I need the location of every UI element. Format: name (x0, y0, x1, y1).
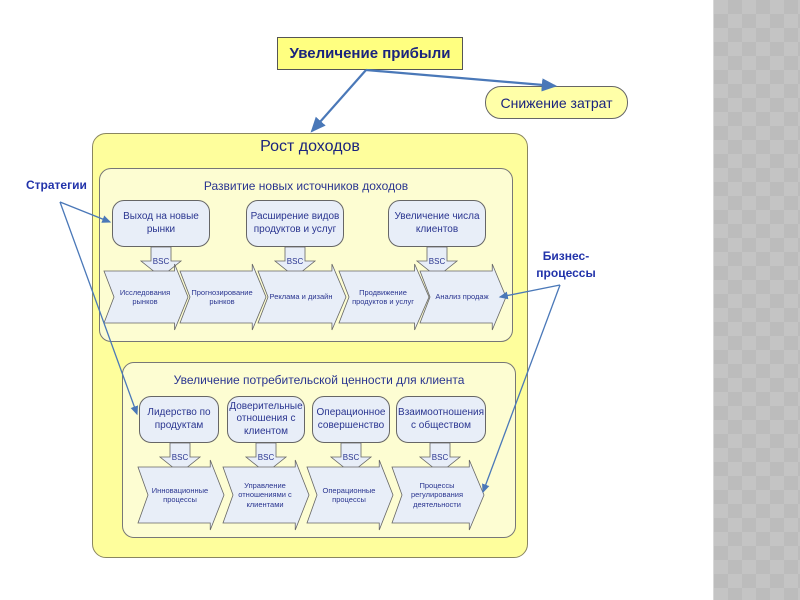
label-strategies: Стратегии (26, 178, 87, 192)
process-chevron (338, 263, 430, 331)
bsc-label: BSC (257, 453, 275, 462)
slide: Увеличение прибыли Снижение затрат Рост … (26, 37, 628, 558)
decorative-pattern-panel (713, 0, 800, 600)
label-bp-line2: процессы (536, 265, 596, 280)
arrow-bp-to-group1 (498, 284, 561, 300)
revenue-growth-title: Рост доходов (260, 138, 360, 155)
goal-cost-reduction: Снижение затрат (485, 86, 628, 119)
bsc-arrow (415, 246, 459, 278)
process-label: Процессы регулирования деятельности (410, 480, 464, 509)
process-chevron (103, 263, 189, 331)
bsc-arrow (158, 442, 202, 474)
process-label: Инновационные процессы (151, 485, 209, 504)
process-chevron (419, 263, 507, 331)
label-bp-line1: Бизнес- (542, 249, 590, 263)
arrow-profit-to-revenue (310, 69, 367, 133)
strategy-new-markets: Выход на новые рынки (112, 200, 210, 247)
strategy-customer-intimacy: Доверительные отношения с клиентом (227, 396, 305, 443)
strategy-more-clients: Увеличение числа клиентов (388, 200, 486, 247)
process-chevron (222, 459, 310, 531)
process-chevron (391, 459, 485, 531)
bsc-arrow (244, 442, 288, 474)
process-label: Прогнозирование рынков (191, 287, 253, 306)
process-label: Управление отношениями с клиентами (238, 480, 292, 509)
strategy-community-relations: Взаимоотношения с обществом (396, 396, 486, 443)
process-label: Анализ продаж (435, 292, 489, 302)
bsc-label: BSC (152, 257, 170, 266)
bsc-label: BSC (431, 453, 449, 462)
arrow-strategies-to-group2 (59, 201, 139, 416)
process-label: Продвижение продуктов и услуг (352, 287, 414, 306)
label-business-processes: Бизнес- процессы (536, 248, 596, 282)
group2-title: Увеличение потребительской ценности для … (173, 373, 465, 387)
strategy-expand-products: Расширение видов продуктов и услуг (246, 200, 344, 247)
group1-title: Развитие новых источников доходов (203, 179, 409, 193)
process-label: Операционные процессы (322, 485, 376, 504)
bsc-arrow (329, 442, 373, 474)
goal-increase-profit: Увеличение прибыли (277, 37, 463, 70)
process-label: Исследования рынков (119, 287, 171, 306)
bsc-label: BSC (428, 257, 446, 266)
process-chevron (306, 459, 394, 531)
diagram-shapes (59, 68, 561, 531)
bsc-label: BSC (286, 257, 304, 266)
arrow-bp-to-group2 (482, 284, 561, 494)
arrow-strategies-to-group1 (59, 201, 112, 223)
bsc-arrow (139, 246, 183, 278)
bsc-arrow (418, 442, 462, 474)
process-label: Реклама и дизайн (269, 292, 333, 302)
arrow-profit-to-costs (365, 68, 558, 92)
process-chevron (179, 263, 267, 331)
bsc-arrow (273, 246, 317, 278)
strategy-operational-excellence: Операционное совершенство (312, 396, 390, 443)
bsc-label: BSC (342, 453, 360, 462)
process-chevron (137, 459, 225, 531)
bsc-label: BSC (171, 453, 189, 462)
strategy-product-leadership: Лидерство по продуктам (139, 396, 219, 443)
process-chevron (257, 263, 347, 331)
